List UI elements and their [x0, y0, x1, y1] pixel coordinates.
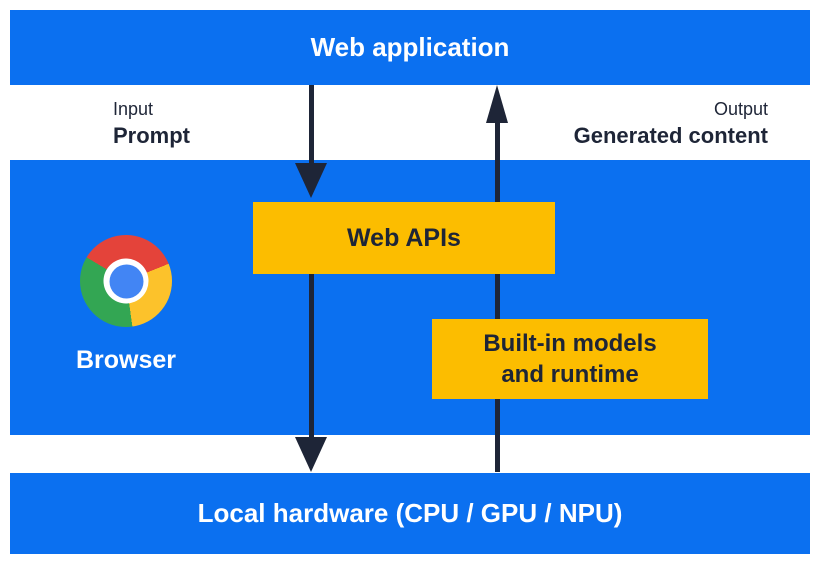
output-title: Output: [713, 99, 768, 119]
web-application-label: Web application: [310, 32, 510, 62]
up-arrow-line: [495, 120, 500, 472]
input-title: Input: [113, 99, 154, 119]
up-arrowhead-icon: [486, 85, 508, 123]
builtin-models-line1: Built-in models: [483, 330, 657, 357]
down-arrow-line-lower: [309, 274, 314, 438]
input-label-group: Input Prompt: [113, 97, 190, 150]
output-value: Generated content: [573, 123, 768, 148]
chrome-logo-ring: [103, 258, 149, 304]
chrome-logo-center: [109, 264, 143, 298]
local-hardware-label: Local hardware (CPU / GPU / NPU): [197, 498, 623, 528]
builtin-models-line2: and runtime: [501, 361, 639, 388]
output-label-group: Output Generated content: [574, 97, 768, 150]
down-arrow-line-upper: [309, 85, 314, 165]
web-application-bar: Web application: [10, 10, 810, 85]
down-arrowhead-icon: [295, 437, 327, 472]
browser-label: Browser: [75, 346, 177, 374]
web-apis-label: Web APIs: [347, 223, 461, 252]
web-apis-box: Web APIs: [253, 202, 555, 274]
down-arrowhead-icon: [295, 163, 327, 198]
builtin-models-box: Built-in models and runtime: [432, 319, 708, 399]
local-hardware-bar: Local hardware (CPU / GPU / NPU): [10, 473, 810, 554]
input-value: Prompt: [113, 123, 190, 148]
chrome-logo-icon: [80, 235, 172, 327]
